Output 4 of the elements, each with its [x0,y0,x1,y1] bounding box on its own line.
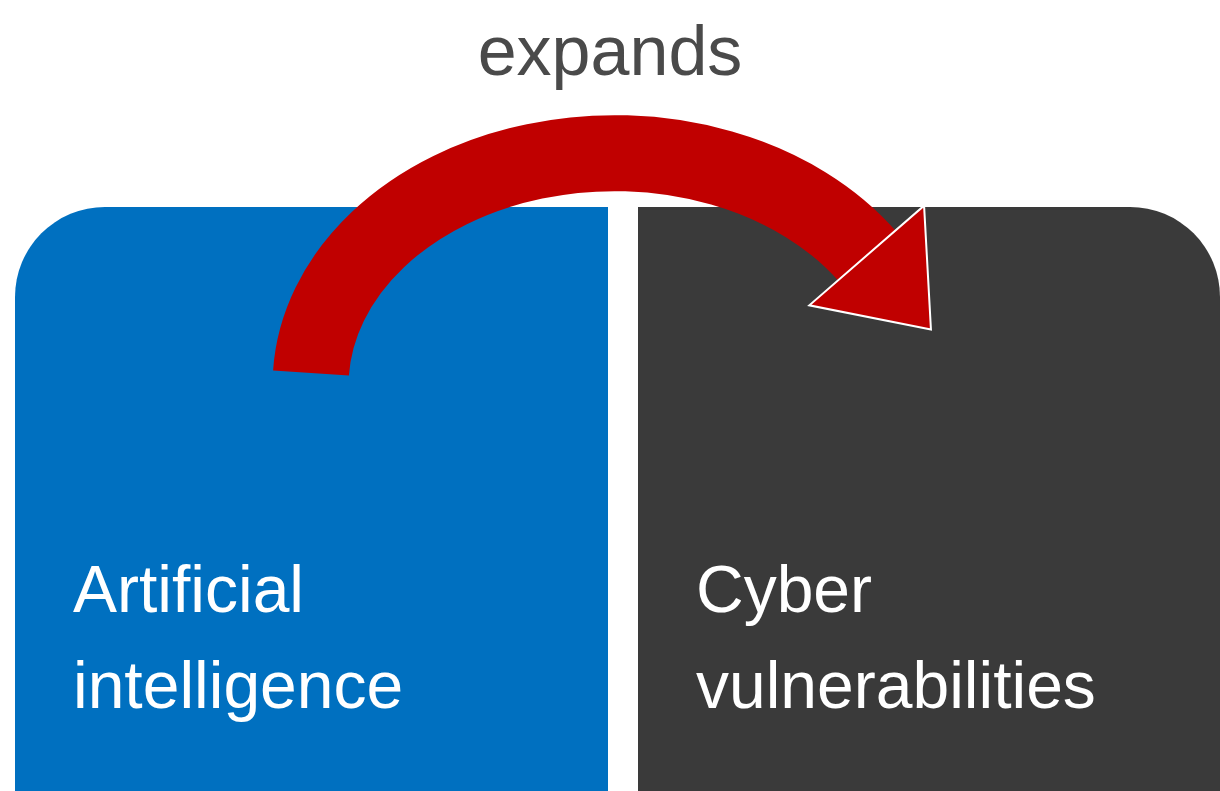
concept-panel [638,207,1220,791]
concept-panel [15,207,608,791]
panel-title: Artificial intelligence [73,551,405,724]
panel-title: Cyber vulnerabilities [696,551,1097,724]
